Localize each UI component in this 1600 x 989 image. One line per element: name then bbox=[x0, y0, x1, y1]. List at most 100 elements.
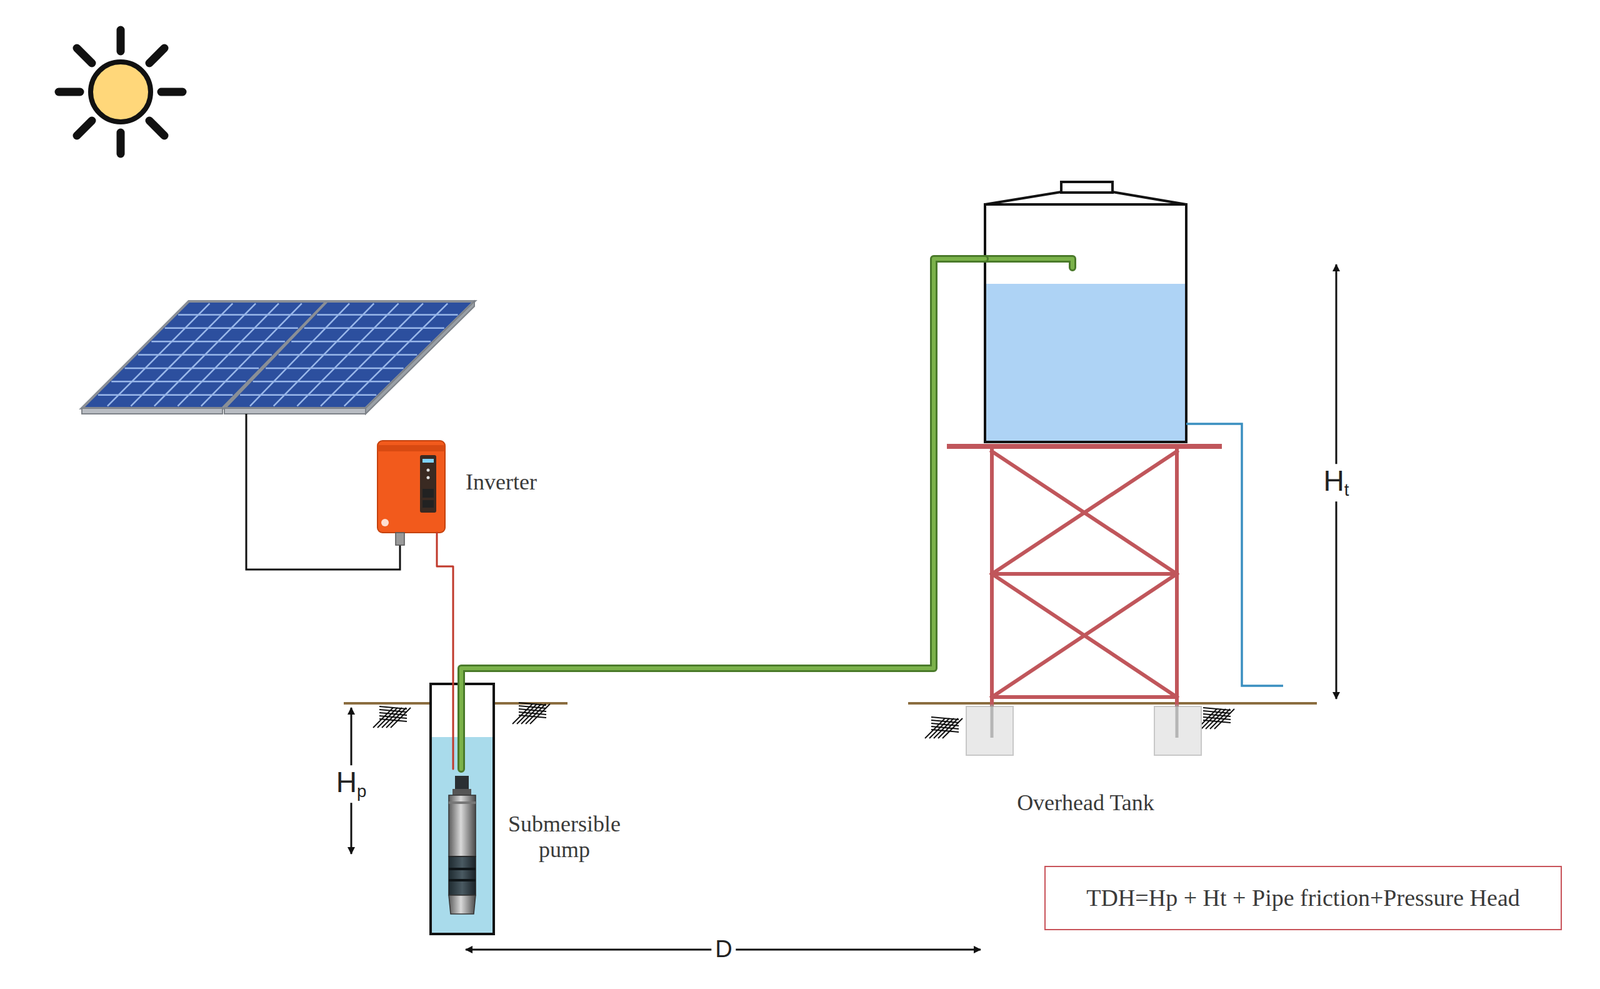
ground-line bbox=[493, 701, 568, 705]
solar-panels bbox=[81, 301, 475, 414]
panel-cells bbox=[178, 313, 312, 316]
tank-node: Overhead Tank bbox=[985, 204, 1187, 836]
inverter-icon bbox=[377, 440, 445, 533]
dimension-label: D bbox=[711, 935, 736, 964]
panel-cells bbox=[165, 327, 299, 330]
connector-path bbox=[461, 258, 985, 769]
panel-cells bbox=[111, 380, 246, 383]
tank-stand bbox=[991, 573, 1177, 697]
ground-line bbox=[343, 701, 431, 705]
soil-hatching bbox=[518, 715, 547, 718]
power-cable bbox=[436, 532, 454, 769]
panel-cells bbox=[240, 393, 377, 396]
node-label: Submersible pump bbox=[492, 811, 637, 864]
sun-icon bbox=[116, 30, 125, 52]
pump-icon bbox=[448, 795, 476, 857]
panel-cells bbox=[316, 313, 458, 316]
soil-hatching bbox=[530, 703, 550, 724]
sun-icon bbox=[161, 88, 183, 97]
tank-stand bbox=[990, 704, 994, 738]
panel-cells bbox=[98, 393, 234, 396]
panel-cells bbox=[304, 327, 445, 330]
node-label: Inverter bbox=[465, 469, 537, 495]
connector-path bbox=[461, 258, 985, 769]
soil-hatching bbox=[1203, 707, 1231, 710]
sun-icon bbox=[58, 30, 183, 154]
pump-icon bbox=[448, 801, 476, 804]
inverter-icon bbox=[422, 458, 434, 463]
tank-stand bbox=[966, 706, 1014, 755]
inverter-icon bbox=[426, 476, 430, 480]
inverter-icon bbox=[422, 500, 434, 508]
sun-icon bbox=[149, 120, 165, 136]
pump-icon bbox=[452, 788, 472, 795]
pipe-inlet bbox=[983, 258, 1073, 268]
dimension-label: Hp bbox=[332, 765, 371, 803]
tank-body bbox=[985, 204, 1187, 442]
label-main: H bbox=[1323, 464, 1345, 497]
sun-icon bbox=[58, 30, 183, 154]
pump-icon bbox=[448, 775, 476, 914]
dimension-label: Ht bbox=[1320, 463, 1354, 502]
soil-hatching bbox=[379, 706, 407, 709]
inverter-icon bbox=[377, 440, 445, 545]
pump-icon bbox=[448, 878, 476, 882]
inverter-icon bbox=[426, 468, 430, 472]
tank-body bbox=[986, 283, 1185, 441]
tank-body bbox=[1061, 181, 1113, 193]
inverter-icon bbox=[420, 455, 437, 513]
connector-path bbox=[436, 532, 454, 769]
tank-stand bbox=[991, 451, 1177, 574]
sun-icon bbox=[116, 132, 125, 154]
pump-node: Submersible pump bbox=[437, 768, 638, 919]
tank-stand bbox=[991, 573, 1177, 697]
pump-icon bbox=[448, 856, 476, 895]
dimension-arrow bbox=[351, 264, 1337, 950]
panel-cells bbox=[291, 340, 431, 343]
tank-stand bbox=[991, 451, 1177, 574]
inverter-node: Inverter bbox=[377, 440, 565, 533]
water-pipe bbox=[461, 258, 985, 769]
soil-hatching bbox=[942, 718, 963, 739]
panel-cells bbox=[125, 367, 260, 370]
sun-icon bbox=[149, 48, 165, 64]
label-subscript: t bbox=[1344, 480, 1350, 500]
solar-panels bbox=[81, 408, 223, 414]
label-subscript: p bbox=[356, 781, 367, 801]
node-label: Overhead Tank bbox=[1016, 790, 1155, 816]
tank-body bbox=[985, 181, 1187, 442]
soil-hatching bbox=[1214, 708, 1235, 729]
pump-icon bbox=[448, 895, 476, 914]
solar-panels bbox=[365, 301, 475, 414]
tank-stand bbox=[991, 704, 1177, 738]
soil-hatching bbox=[931, 716, 959, 720]
inverter-icon bbox=[377, 445, 445, 452]
tank-stand bbox=[991, 695, 1177, 699]
panel-cells bbox=[151, 340, 285, 343]
pipe-inlet bbox=[983, 258, 1073, 268]
inverter-icon bbox=[422, 488, 434, 498]
outlet-pipe bbox=[1186, 423, 1284, 686]
soil-hatching bbox=[373, 702, 1235, 745]
sun-icon bbox=[58, 88, 80, 97]
label-main: H bbox=[336, 765, 357, 799]
soil-hatching bbox=[390, 707, 411, 728]
soil-hatching bbox=[518, 702, 547, 705]
sun-icon bbox=[90, 61, 151, 122]
sun-icon bbox=[76, 120, 92, 136]
panel-cells bbox=[278, 353, 418, 356]
soil-hatching bbox=[1203, 720, 1231, 723]
solar-panels bbox=[224, 408, 366, 414]
panel-cells bbox=[253, 380, 390, 383]
pipe-inlet bbox=[983, 258, 1073, 268]
soil-hatching bbox=[931, 729, 959, 732]
pump-icon bbox=[448, 867, 476, 870]
tank-stand bbox=[991, 571, 1177, 576]
node-label: TDH=Hp + Ht + Pipe friction+Pressure Hea… bbox=[1086, 884, 1520, 912]
tank-stand bbox=[991, 447, 1177, 705]
inverter-icon bbox=[381, 518, 389, 527]
